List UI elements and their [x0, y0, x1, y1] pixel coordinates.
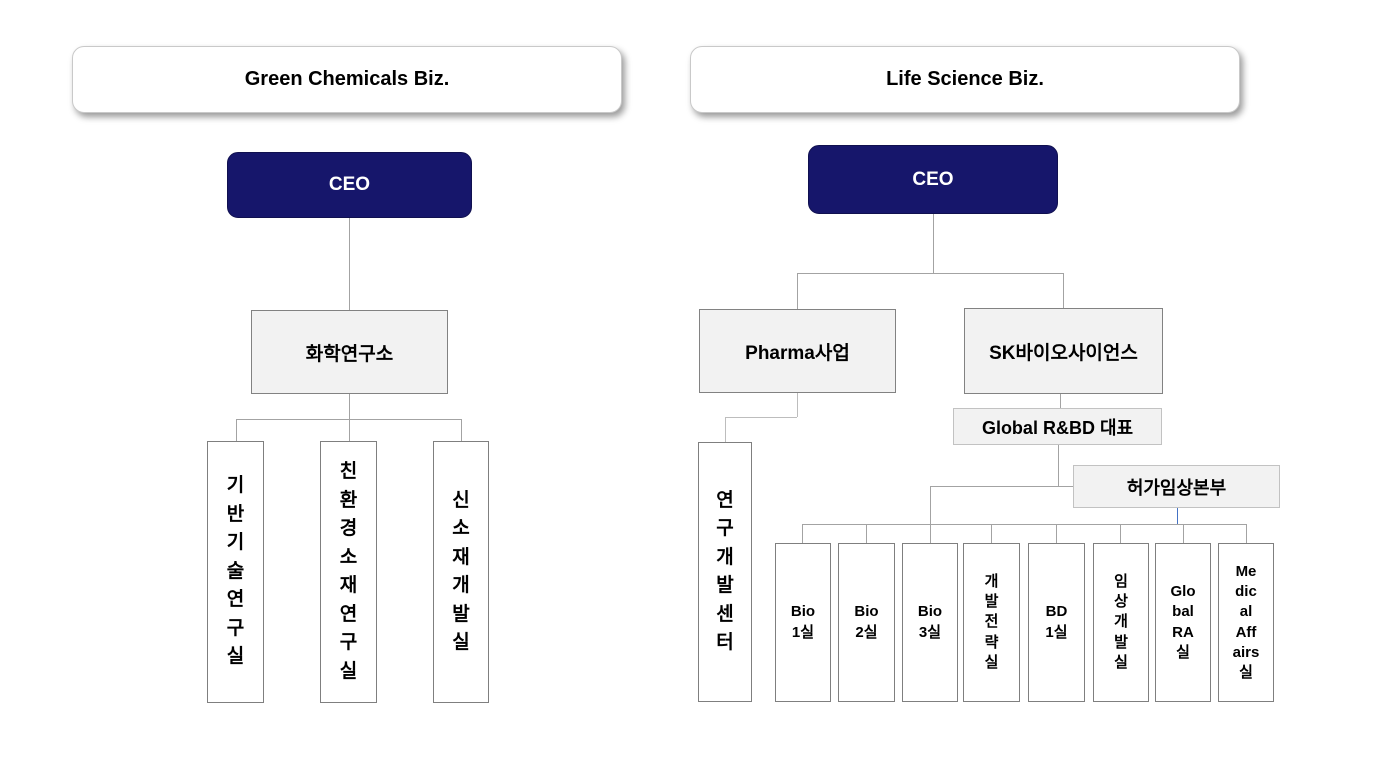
connector-line — [797, 273, 798, 309]
connector-line — [866, 524, 867, 543]
dept-box-bd1: BD 1실 — [1028, 543, 1085, 702]
connector-line — [797, 393, 798, 417]
connector-line — [930, 524, 931, 543]
connector-line — [1063, 273, 1064, 308]
connector-line — [461, 419, 462, 441]
pharma-business-box: Pharma사업 — [699, 309, 896, 393]
dept-box-global-ra: Glo bal RA 실 — [1155, 543, 1211, 702]
connector-line — [930, 486, 1073, 487]
lab-box-new-materials: 신 소 재 개 발 실 — [433, 441, 489, 703]
life-science-ceo-box: CEO — [808, 145, 1058, 214]
chemical-research-institute-box: 화학연구소 — [251, 310, 448, 394]
connector-line — [991, 524, 992, 543]
connector-line-blue — [1177, 508, 1178, 524]
connector-line — [1120, 524, 1121, 543]
dept-box-bio1: Bio 1실 — [775, 543, 831, 702]
connector-line — [1183, 524, 1184, 543]
connector-line — [1058, 445, 1059, 486]
connector-line — [1246, 524, 1247, 543]
connector-line — [725, 417, 726, 442]
dept-box-medical-affairs: Me dic al Aff airs 실 — [1218, 543, 1274, 702]
global-rbd-representative-box: Global R&BD 대표 — [953, 408, 1162, 445]
green-chemicals-header: Green Chemicals Biz. — [72, 46, 622, 113]
dept-box-bio2: Bio 2실 — [838, 543, 895, 702]
connector-line — [930, 486, 931, 524]
connector-line — [933, 214, 934, 273]
rnd-center-box: 연 구 개 발 센 터 — [698, 442, 752, 702]
dept-box-bio3: Bio 3실 — [902, 543, 958, 702]
dept-box-clinical-development: 임 상 개 발 실 — [1093, 543, 1149, 702]
connector-line — [349, 218, 350, 310]
lab-box-foundation-technology: 기 반 기 술 연 구 실 — [207, 441, 264, 703]
approval-clinical-hq-box: 허가임상본부 — [1073, 465, 1280, 508]
sk-bioscience-box: SK바이오사이언스 — [964, 308, 1163, 394]
connector-line — [349, 419, 350, 441]
connector-line — [725, 417, 797, 418]
connector-line — [797, 273, 1063, 274]
dept-box-development-strategy: 개 발 전 략 실 — [963, 543, 1020, 702]
green-chemicals-ceo-box: CEO — [227, 152, 472, 218]
life-science-header: Life Science Biz. — [690, 46, 1240, 113]
connector-line — [1056, 524, 1057, 543]
lab-box-eco-friendly-materials: 친 환 경 소 재 연 구 실 — [320, 441, 377, 703]
connector-line — [349, 394, 350, 419]
connector-line — [236, 419, 237, 441]
connector-line — [802, 524, 803, 543]
connector-line — [1060, 394, 1061, 408]
connector-line — [802, 524, 1246, 525]
